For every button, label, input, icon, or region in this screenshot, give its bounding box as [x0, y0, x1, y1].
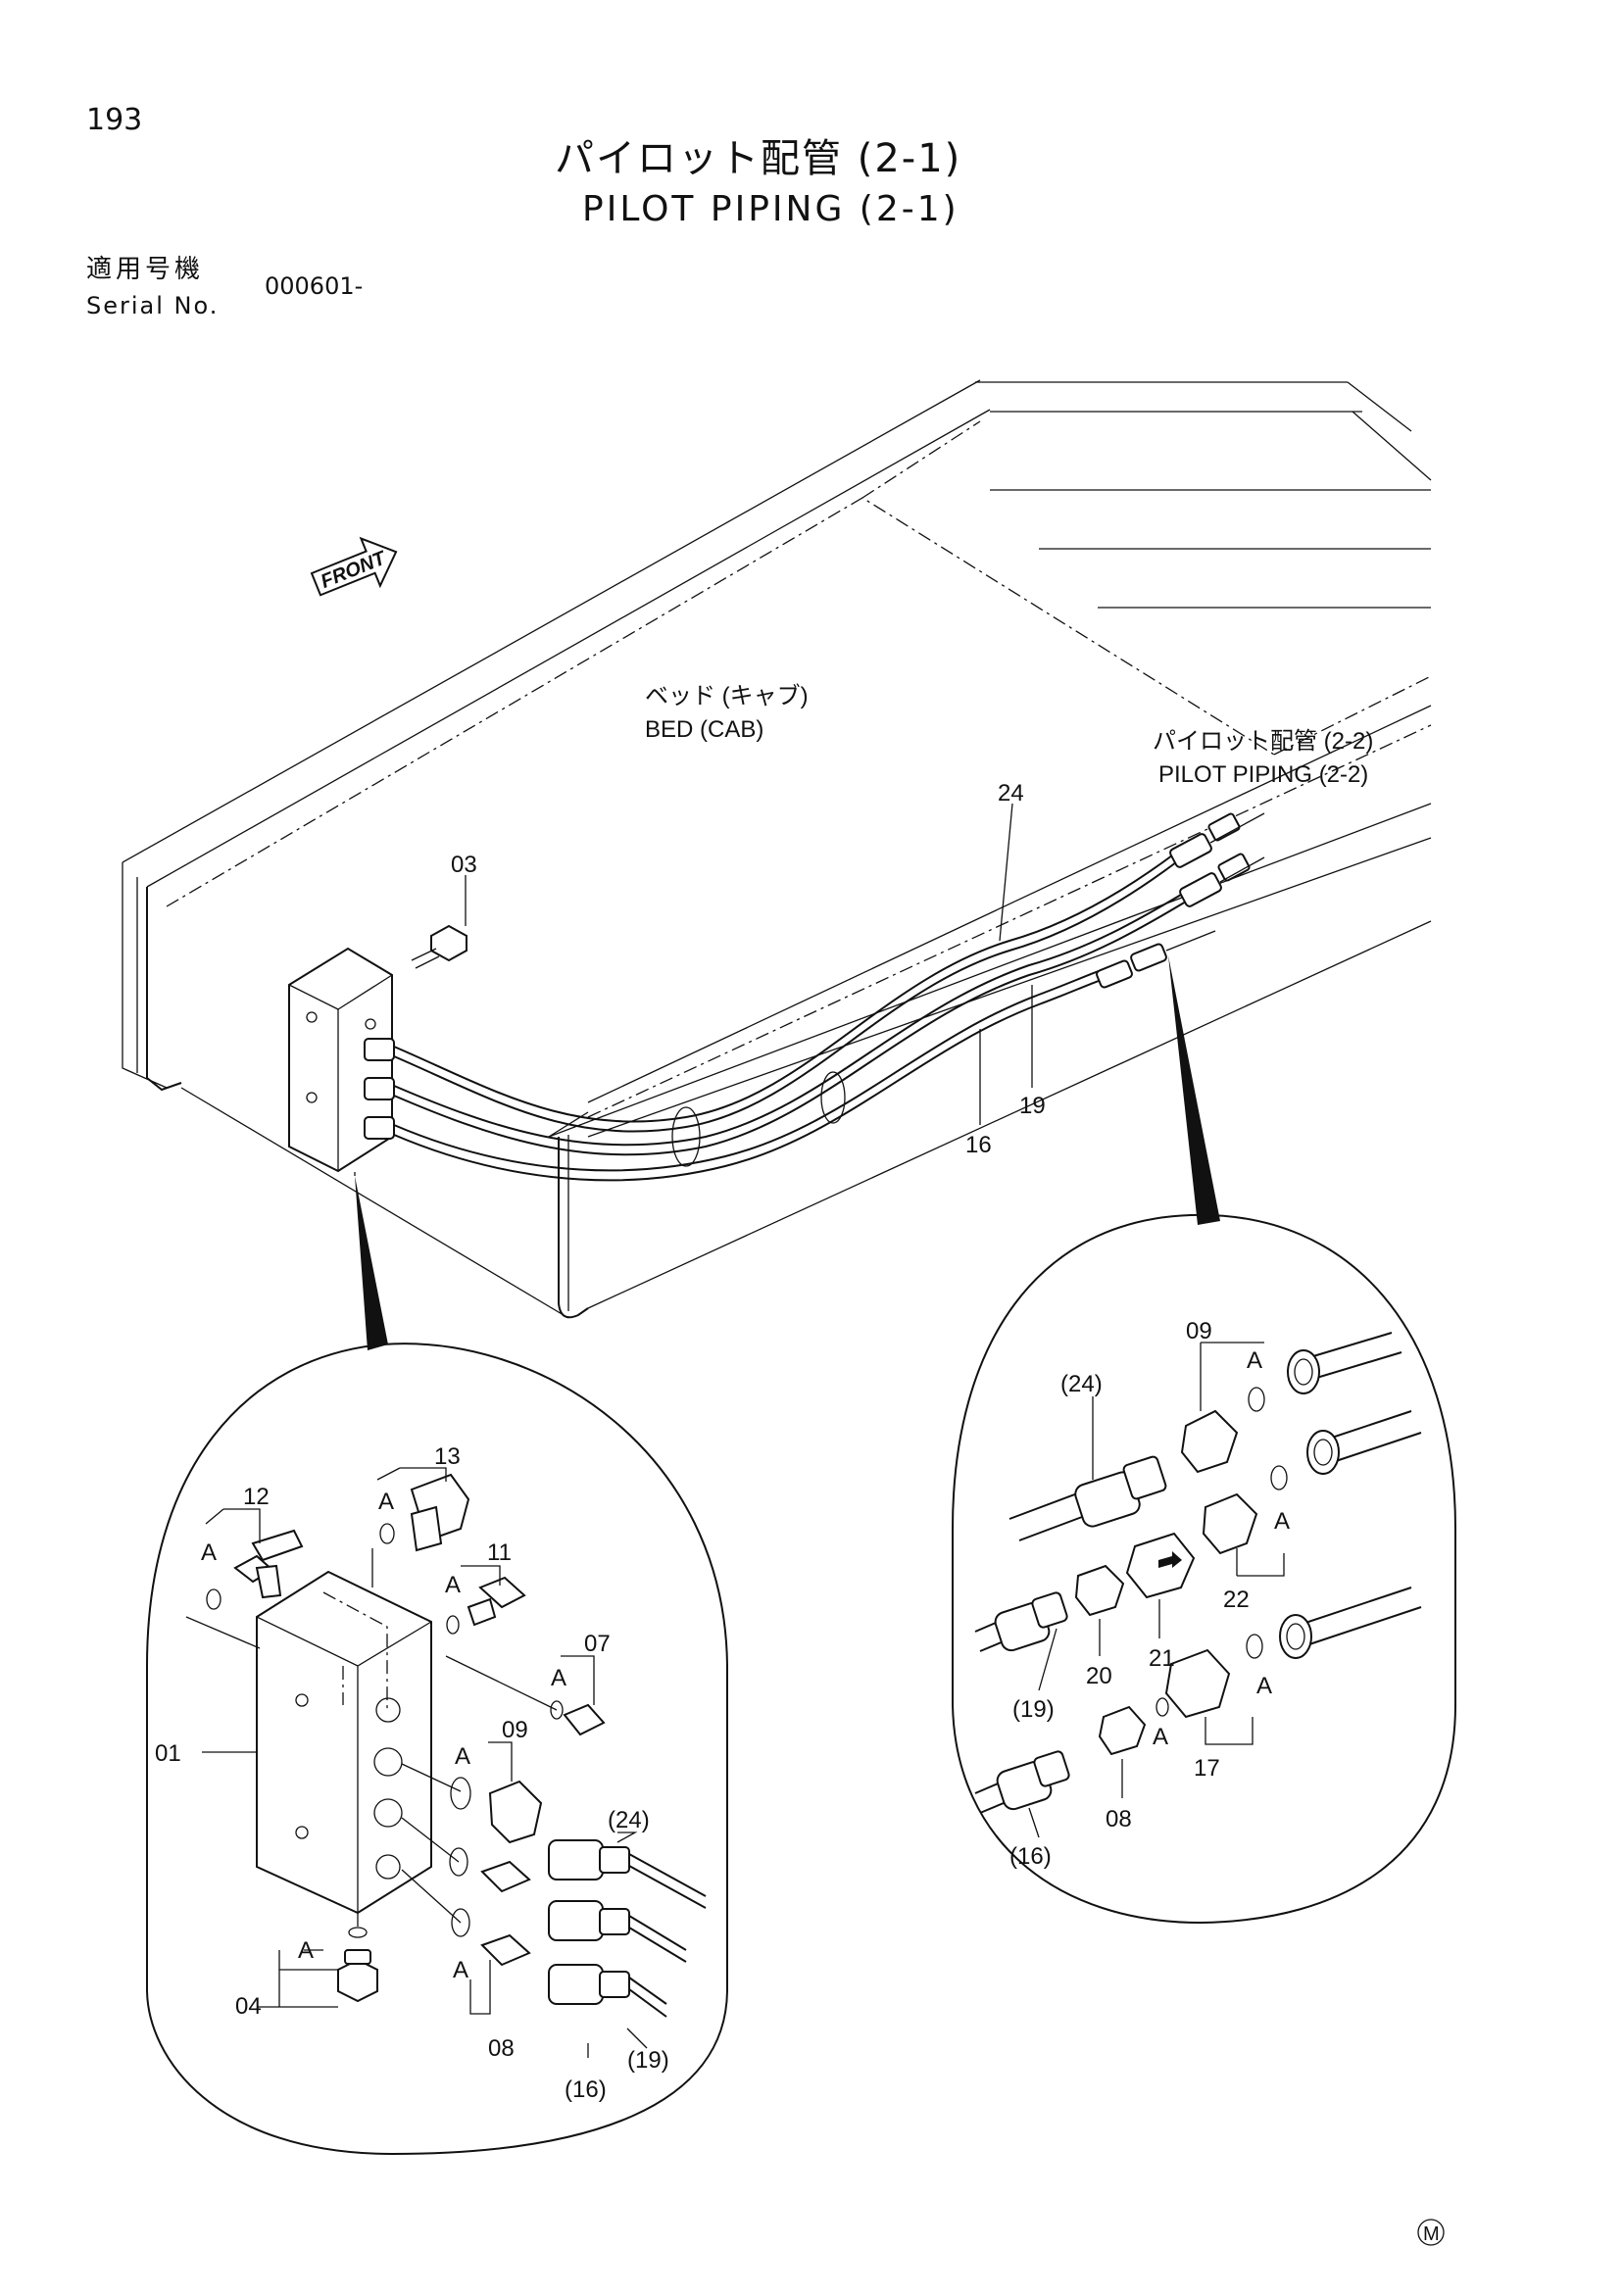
o-ring-mark-a: A: [1274, 1508, 1290, 1535]
right-detail-pointer: [1168, 955, 1220, 1225]
detail-left-callout-12: 12: [243, 1484, 270, 1510]
o-ring-mark-a: A: [201, 1539, 217, 1566]
detail-left-callout-04: 04: [235, 1993, 262, 2020]
o-ring-mark-a: A: [1256, 1673, 1272, 1699]
detail-right-callout-08: 08: [1106, 1806, 1132, 1832]
detail-right-callout-24: (24): [1060, 1371, 1103, 1397]
pilot-valve-block-main: [288, 924, 467, 1173]
main-callouts: 03 24 19 16: [451, 780, 1046, 1158]
front-direction-arrow: FRONT: [310, 536, 398, 597]
o-ring-mark-a: A: [453, 1957, 468, 1983]
callout-03: 03: [451, 852, 477, 878]
o-ring-mark-a: A: [1247, 1347, 1262, 1374]
pilot-hoses-main: [393, 812, 1265, 1182]
page-title-english: PILOT PIPING (2-1): [582, 189, 959, 229]
detail-left-callout-24: (24): [608, 1807, 650, 1833]
detail-left-callout-09: 09: [502, 1717, 528, 1743]
page-number: 193: [86, 103, 143, 137]
o-ring-mark-a: A: [445, 1572, 461, 1598]
detail-left-callout-08: 08: [488, 2035, 515, 2062]
svg-text:M: M: [1423, 2223, 1440, 2245]
o-ring-mark-a: A: [378, 1489, 394, 1515]
pilot-piping-2-2-label-japanese: パイロット配管 (2-2): [1153, 728, 1373, 755]
detail-right-callout-20: 20: [1086, 1663, 1112, 1689]
callout-19: 19: [1019, 1093, 1046, 1119]
detail-left-callout-11: 11: [487, 1539, 512, 1566]
left-detail-view: 13 12 11 07 09 01 (24) 04 08 (19) (16) A…: [146, 1343, 728, 2156]
o-ring-mark-a: A: [1153, 1724, 1168, 1750]
detail-right-callout-16: (16): [1009, 1843, 1052, 1870]
detail-right-callout-19: (19): [1012, 1696, 1055, 1723]
detail-right-callout-21: 21: [1149, 1645, 1175, 1672]
serial-number-range: 000601-: [265, 272, 364, 300]
corner-mark-circled-m: M: [1417, 2219, 1445, 2246]
page-title-japanese: パイロット配管 (2-1): [555, 136, 962, 181]
pilot-piping-2-2-label-english: PILOT PIPING (2-2): [1158, 761, 1368, 788]
callout-24: 24: [998, 780, 1024, 806]
serial-label-japanese: 適用号機: [86, 255, 205, 284]
bed-label-english: BED (CAB): [645, 716, 763, 743]
detail-right-callout-22: 22: [1223, 1587, 1250, 1613]
callout-16: 16: [965, 1132, 992, 1158]
detail-left-callout-01: 01: [155, 1740, 181, 1767]
detail-left-callout-07: 07: [584, 1631, 611, 1657]
serial-label-english: Serial No.: [86, 292, 220, 319]
right-detail-view: 09 (24) 22 21 20 (19) 17 08 (16) A A A A: [952, 1213, 1456, 1925]
detail-left-callout-16: (16): [565, 2076, 607, 2103]
o-ring-mark-a: A: [298, 1937, 314, 1964]
bed-label-japanese: ベッド (キャブ): [645, 683, 809, 709]
o-ring-mark-a: A: [551, 1665, 566, 1691]
bed-cab-outline: [122, 379, 1432, 1319]
o-ring-mark-a: A: [455, 1743, 470, 1770]
detail-right-callout-17: 17: [1194, 1755, 1220, 1782]
left-detail-pointer: [355, 1176, 388, 1350]
detail-right-callout-09: 09: [1186, 1318, 1212, 1344]
detail-left-callout-13: 13: [434, 1443, 461, 1470]
detail-left-callout-19: (19): [627, 2047, 669, 2074]
